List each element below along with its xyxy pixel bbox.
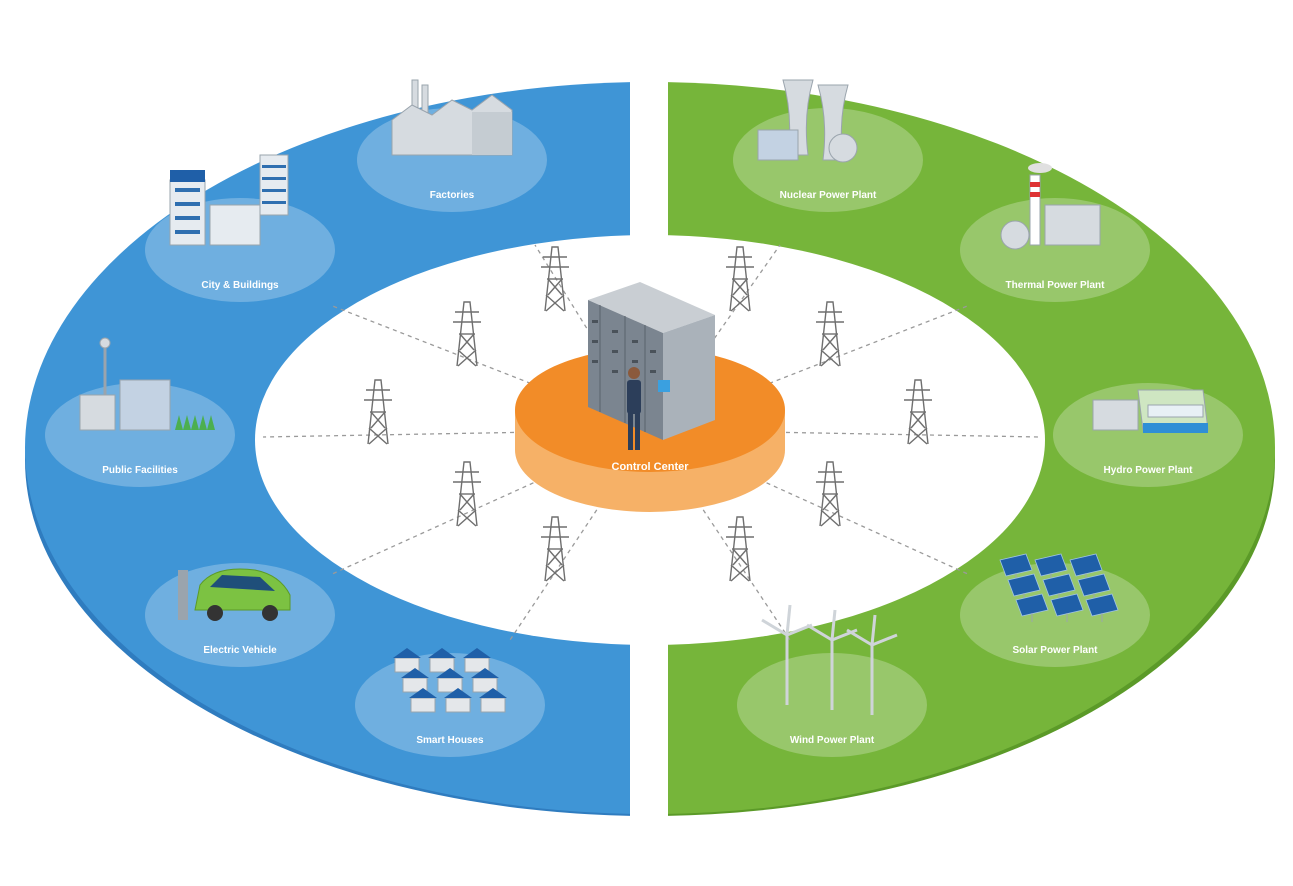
- producer-node-4[interactable]: Wind Power Plant: [737, 604, 927, 757]
- control-center-hub[interactable]: Control Center: [515, 282, 785, 512]
- transmission-tower-icon: [726, 246, 754, 312]
- nuclear-plant-icon: [757, 79, 858, 163]
- node-label: Thermal Power Plant: [1006, 280, 1106, 291]
- node-label: Hydro Power Plant: [1104, 465, 1194, 476]
- transmission-tower-icon: [453, 461, 481, 527]
- transmission-tower-icon: [816, 301, 844, 367]
- node-label: Smart Houses: [416, 735, 484, 746]
- transmission-tower-icon: [541, 246, 569, 312]
- node-label: Electric Vehicle: [203, 645, 277, 656]
- transmission-tower-icon: [726, 516, 754, 582]
- transmission-tower-icon: [816, 461, 844, 527]
- public-facilities-icon: [79, 337, 215, 431]
- electric-vehicle-icon: [178, 568, 291, 621]
- producer-node-0[interactable]: Nuclear Power Plant: [733, 79, 923, 212]
- transmission-tower-icon: [904, 379, 932, 445]
- producer-node-3[interactable]: Solar Power Plant: [960, 553, 1150, 667]
- producer-node-2[interactable]: Hydro Power Plant: [1053, 383, 1243, 487]
- smart-houses-icon: [393, 648, 507, 713]
- consumer-node-4[interactable]: Smart Houses: [355, 648, 545, 757]
- node-disc: [145, 563, 335, 667]
- node-label: Nuclear Power Plant: [780, 190, 877, 201]
- server-rack-operator-icon: [588, 282, 715, 450]
- node-label: City & Buildings: [201, 280, 279, 291]
- node-label: Public Facilities: [102, 465, 178, 476]
- thermal-plant-icon: [1000, 163, 1101, 250]
- consumer-node-2[interactable]: Public Facilities: [45, 337, 235, 487]
- solar-plant-icon: [999, 553, 1119, 622]
- node-label: Wind Power Plant: [790, 735, 875, 746]
- control-center-label: Control Center: [612, 461, 690, 473]
- factory-icon: [391, 79, 513, 156]
- hydro-plant-icon: [1092, 389, 1209, 433]
- producer-node-1[interactable]: Thermal Power Plant: [960, 163, 1150, 302]
- consumer-node-3[interactable]: Electric Vehicle: [145, 563, 335, 667]
- transmission-tower-icon: [364, 379, 392, 445]
- wind-plant-icon: [761, 604, 898, 715]
- transmission-tower-icon: [453, 301, 481, 367]
- node-label: Solar Power Plant: [1012, 645, 1098, 656]
- pylons: [364, 246, 932, 582]
- consumer-node-0[interactable]: Factories: [357, 79, 547, 212]
- node-label: Factories: [430, 190, 475, 201]
- transmission-tower-icon: [541, 516, 569, 582]
- consumer-node-1[interactable]: City & Buildings: [145, 154, 335, 302]
- city-buildings-icon: [169, 154, 289, 246]
